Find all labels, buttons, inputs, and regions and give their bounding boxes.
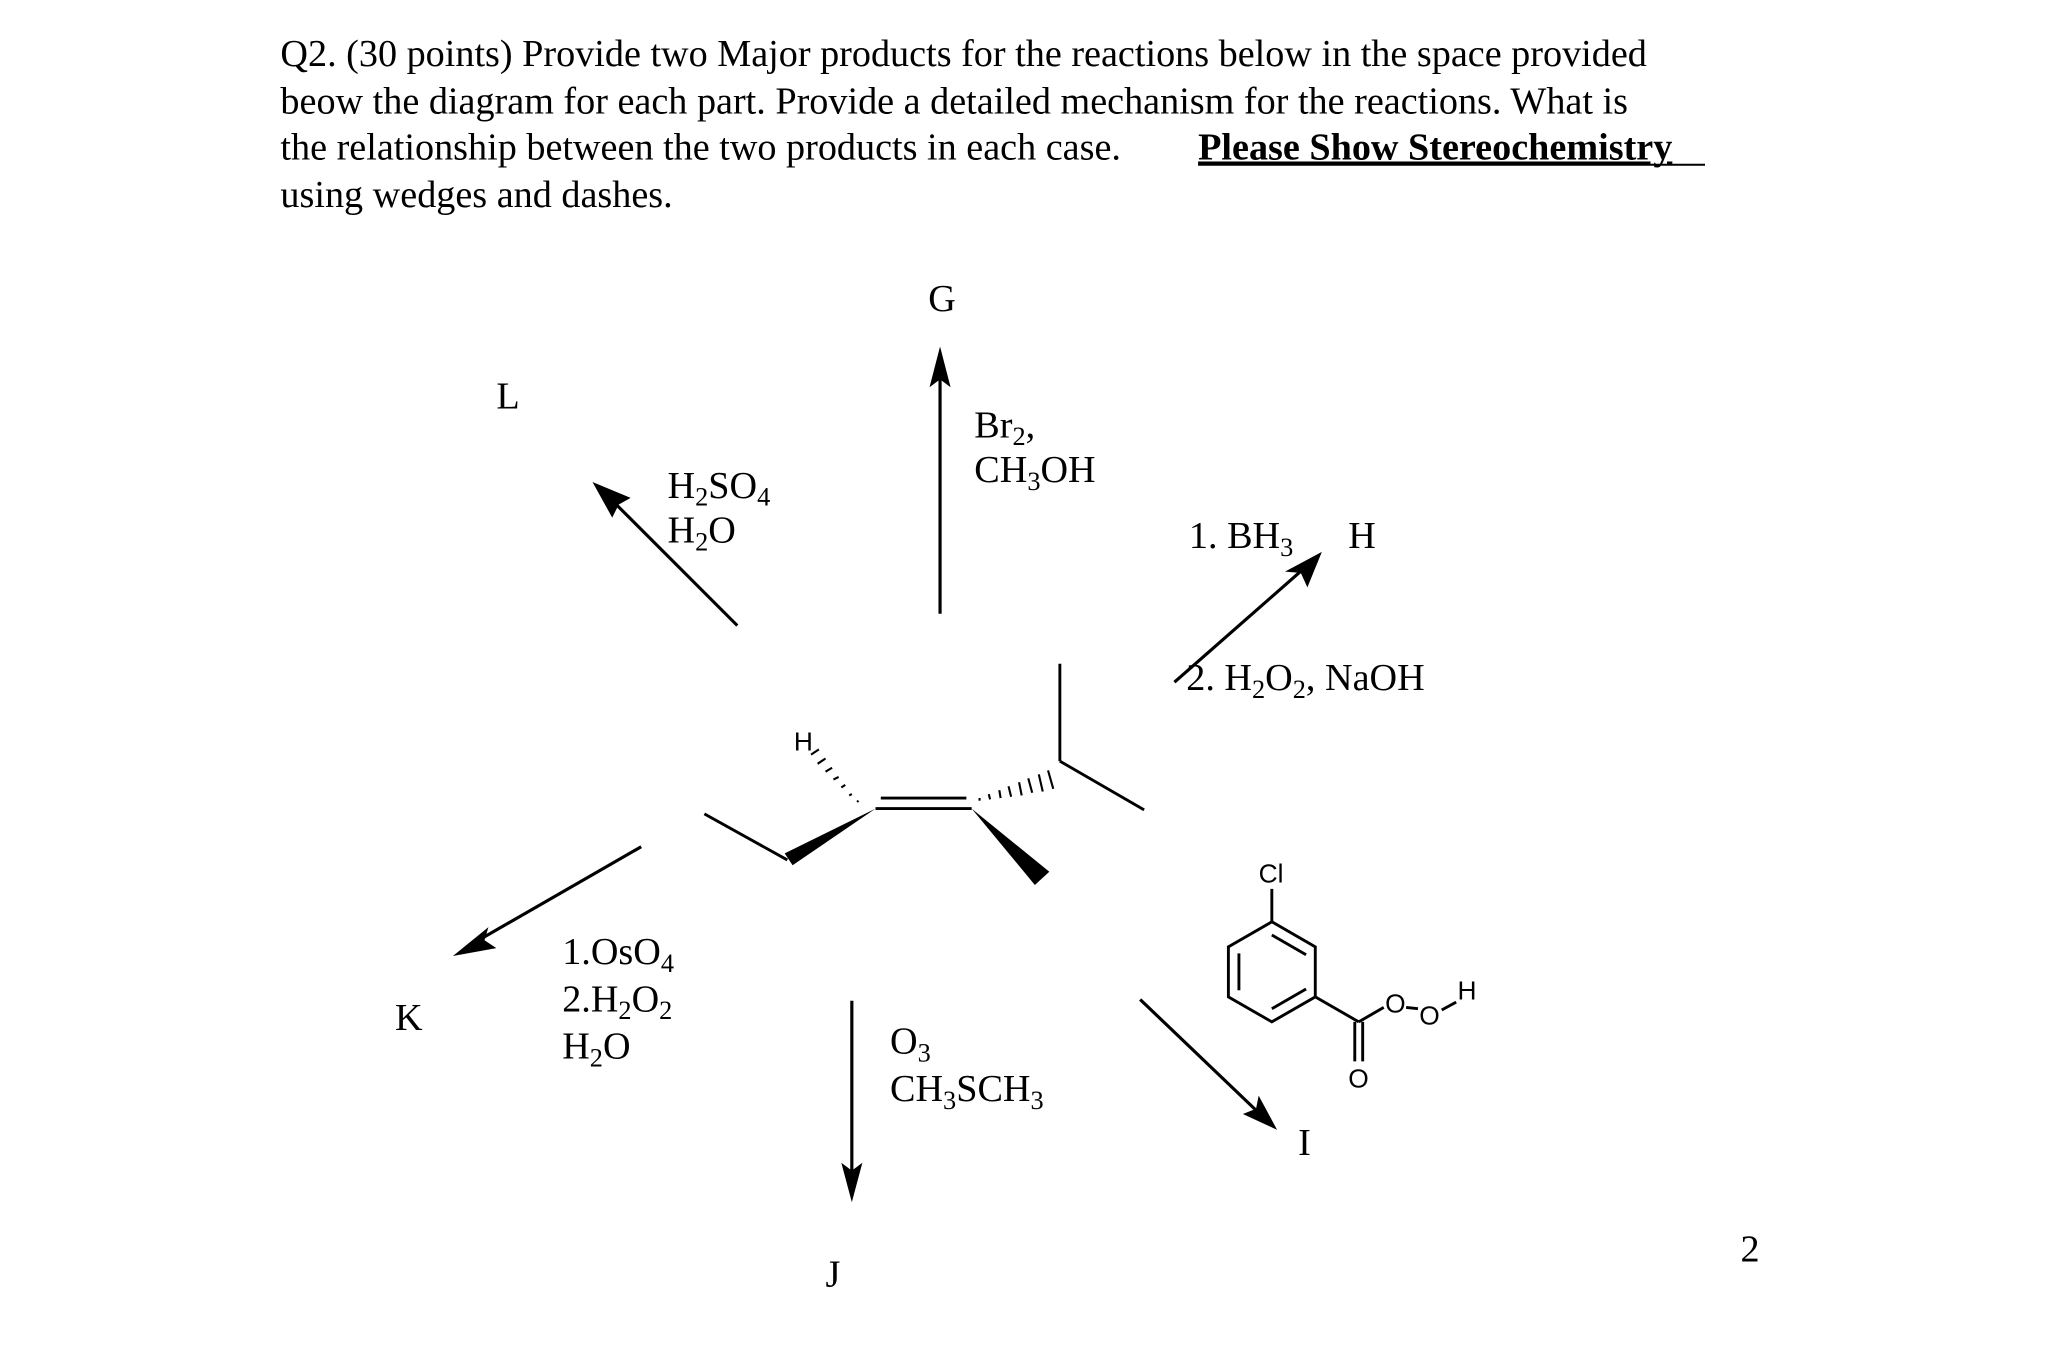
question-line-3-plain: the relationship between the two product… xyxy=(280,126,1130,168)
reagent-H-line-1: 1. BH3 xyxy=(1189,515,1293,562)
atom-h: H xyxy=(1457,975,1476,1005)
atom-h-vinyl: H xyxy=(794,727,813,757)
arrowhead-icon xyxy=(929,346,951,388)
arrow-to-K xyxy=(452,845,642,957)
arrow-to-L xyxy=(592,482,739,627)
arrow-to-H xyxy=(1173,551,1322,684)
question-line-1: Q2. (30 points) Provide two Major produc… xyxy=(280,33,1646,75)
arrow-to-I xyxy=(1139,998,1278,1130)
arrow-to-J xyxy=(841,1000,863,1203)
page-number: 2 xyxy=(1741,1228,1760,1270)
product-label-I: I xyxy=(1298,1122,1311,1164)
question-line-2: beow the diagram for each part. Provide … xyxy=(280,80,1628,122)
reagent-K-line-2: 2.H2O2 xyxy=(562,978,672,1025)
reagent-H-line-2: 2. H2O2, NaOH xyxy=(1186,657,1424,704)
question-line-3: the relationship between the two product… xyxy=(280,126,1672,168)
product-label-L: L xyxy=(496,375,519,417)
product-label-G: G xyxy=(928,278,956,320)
mcpba-structure: Cl O O O H xyxy=(1226,858,1476,1094)
stereochemistry-emphasis: Please Show Stereochemistry xyxy=(1198,126,1672,168)
product-label-K: K xyxy=(395,997,423,1039)
question-line-4: using wedges and dashes. xyxy=(280,174,672,216)
product-label-J: J xyxy=(826,1254,841,1296)
question-text: Q2. (30 points) Provide two Major produc… xyxy=(280,33,1705,216)
reagent-L-line-1: H2SO4 xyxy=(668,465,771,512)
atom-o-carbonyl: O xyxy=(1348,1064,1368,1094)
reagent-J-line-1: O3 xyxy=(890,1020,931,1067)
reagent-J-line-2: CH3SCH3 xyxy=(890,1068,1044,1115)
arrowhead-icon xyxy=(452,927,497,957)
reagent-K-line-3: H2O xyxy=(562,1026,630,1073)
arrow-to-G xyxy=(929,346,951,614)
reagent-G-line-1: Br2, xyxy=(974,404,1035,451)
reagent-L-line-2: H2O xyxy=(668,510,736,557)
arrowhead-icon xyxy=(1242,1095,1278,1130)
product-label-H: H xyxy=(1348,515,1376,557)
atom-o1: O xyxy=(1385,989,1405,1019)
arrowhead-icon xyxy=(841,1162,863,1203)
reagent-K-line-1: 1.OsO4 xyxy=(562,931,674,978)
arrowhead-icon xyxy=(1285,551,1322,588)
reagent-G-line-2: CH3OH xyxy=(974,449,1095,496)
atom-o2: O xyxy=(1419,1001,1439,1031)
atom-cl: Cl xyxy=(1259,858,1284,888)
arrowhead-icon xyxy=(592,482,631,518)
starting-alkene: H xyxy=(703,663,1145,885)
